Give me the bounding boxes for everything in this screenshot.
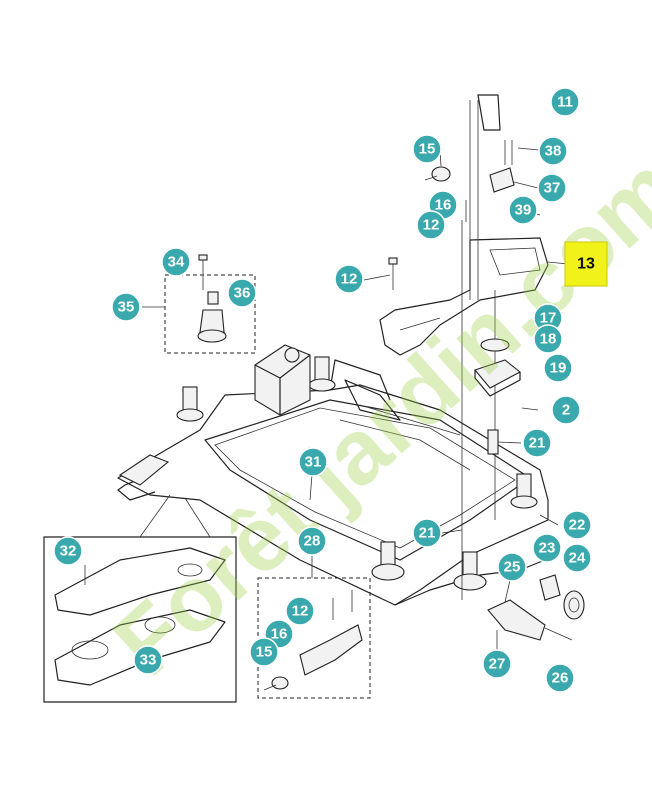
detail-box-35 (164, 254, 256, 354)
svg-text:16: 16 (271, 626, 288, 643)
lower-right-parts (487, 574, 585, 641)
callout-11[interactable]: 11 (550, 87, 580, 117)
callout-35[interactable]: 35 (111, 292, 141, 322)
callout-38[interactable]: 38 (538, 136, 568, 166)
callout-13-label: 13 (577, 256, 595, 273)
callout-33[interactable]: 33 (133, 645, 163, 675)
svg-text:12: 12 (341, 271, 358, 288)
callout-28[interactable]: 28 (297, 526, 327, 556)
svg-text:24: 24 (569, 550, 586, 567)
svg-text:31: 31 (305, 454, 322, 471)
detail-box-28 (257, 577, 371, 699)
svg-text:22: 22 (569, 517, 586, 534)
svg-text:17: 17 (540, 310, 557, 327)
svg-text:23: 23 (539, 540, 556, 557)
svg-text:19: 19 (550, 360, 567, 377)
callout-12-mid[interactable]: 12 (334, 264, 364, 294)
svg-text:2: 2 (562, 402, 570, 419)
callout-32[interactable]: 32 (53, 536, 83, 566)
callout-15-low[interactable]: 15 (249, 637, 279, 667)
callout-23[interactable]: 23 (532, 533, 562, 563)
callout-21-mid[interactable]: 21 (522, 428, 552, 458)
svg-text:35: 35 (118, 299, 135, 316)
svg-text:11: 11 (557, 94, 573, 111)
svg-text:16: 16 (435, 197, 452, 214)
svg-text:26: 26 (552, 670, 569, 687)
svg-text:25: 25 (504, 559, 521, 576)
svg-text:27: 27 (489, 656, 506, 673)
callout-37[interactable]: 37 (537, 173, 567, 203)
callout-34[interactable]: 34 (161, 247, 191, 277)
callout-17[interactable]: 17 (533, 303, 563, 333)
svg-text:37: 37 (544, 180, 561, 197)
callout-2[interactable]: 2 (551, 395, 581, 425)
svg-text:28: 28 (304, 533, 321, 550)
svg-text:33: 33 (140, 652, 157, 669)
svg-text:18: 18 (540, 331, 557, 348)
damper-mounts (176, 356, 538, 591)
svg-text:15: 15 (256, 644, 273, 661)
svg-text:21: 21 (529, 435, 546, 452)
callout-24[interactable]: 24 (562, 543, 592, 573)
callout-13-highlight[interactable]: 13 (564, 241, 608, 287)
svg-text:36: 36 (234, 285, 251, 302)
svg-text:38: 38 (545, 143, 562, 160)
svg-text:32: 32 (60, 543, 77, 560)
callout-22[interactable]: 22 (562, 510, 592, 540)
gear-plate (474, 338, 521, 455)
control-box (254, 344, 311, 416)
callout-25[interactable]: 25 (497, 552, 527, 582)
svg-text:12: 12 (423, 217, 440, 234)
callout-19[interactable]: 19 (543, 353, 573, 383)
callout-21-low[interactable]: 21 (412, 518, 442, 548)
callout-15-top[interactable]: 15 (412, 134, 442, 164)
svg-text:34: 34 (168, 254, 185, 271)
svg-text:39: 39 (515, 202, 532, 219)
callout-31[interactable]: 31 (298, 447, 328, 477)
callout-12-low[interactable]: 12 (285, 596, 315, 626)
callout-26[interactable]: 26 (545, 663, 575, 693)
svg-text:12: 12 (292, 603, 309, 620)
upper-bracket-assembly (379, 94, 549, 600)
top-small-parts (424, 140, 515, 222)
callout-27[interactable]: 27 (482, 649, 512, 679)
callout-12-top[interactable]: 12 (416, 210, 446, 240)
svg-text:21: 21 (419, 525, 436, 542)
detail-box-32-33 (43, 494, 237, 703)
callout-39[interactable]: 39 (508, 195, 538, 225)
callout-18[interactable]: 18 (533, 324, 563, 354)
callout-36[interactable]: 36 (227, 278, 257, 308)
svg-text:15: 15 (419, 141, 436, 158)
main-chassis-frame (117, 359, 549, 606)
